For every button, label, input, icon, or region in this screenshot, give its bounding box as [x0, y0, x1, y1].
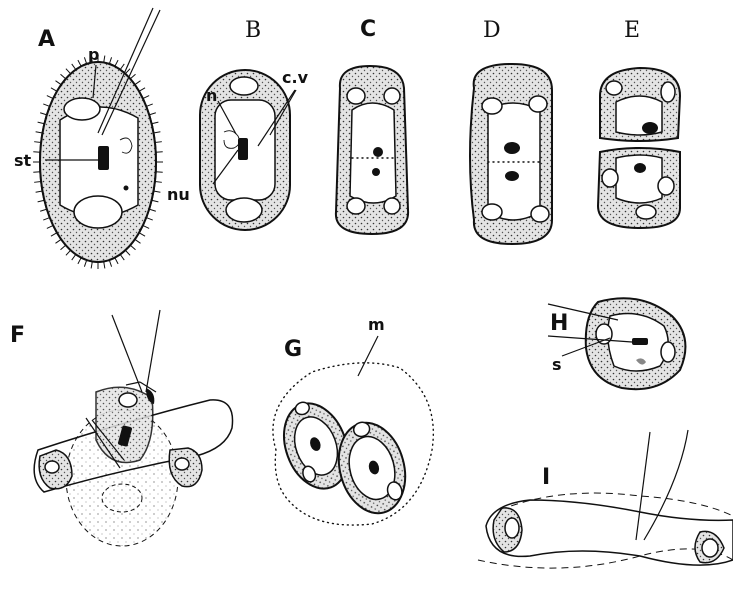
- panel-label-d: D: [483, 18, 501, 43]
- cilium: [115, 60, 118, 66]
- label-n: n: [206, 86, 217, 105]
- cilium: [104, 262, 105, 269]
- cilium: [143, 225, 149, 228]
- panel-label-i: I: [542, 465, 550, 490]
- cilium: [66, 69, 71, 74]
- cilium: [125, 250, 130, 255]
- cilium: [91, 262, 92, 269]
- cilium: [130, 74, 135, 79]
- cilium: [143, 96, 149, 99]
- panel-c-cell: [336, 66, 408, 234]
- cilium: [109, 57, 111, 64]
- label-nu: nu: [167, 185, 190, 204]
- panel-f-cells: [34, 310, 232, 546]
- panel-g-cells: [272, 336, 433, 525]
- cilium: [130, 245, 135, 250]
- panel-h-cell: [548, 298, 685, 389]
- cilium: [72, 254, 76, 260]
- panel-label-f: F: [10, 323, 25, 348]
- panel-label-g: G: [284, 337, 302, 362]
- nucleus: [98, 146, 109, 170]
- cilium: [66, 250, 71, 255]
- cilium: [47, 96, 53, 99]
- cilium: [135, 81, 141, 85]
- label-st: st: [14, 151, 32, 170]
- panel-label-h: H: [550, 311, 568, 336]
- label-s: s: [552, 355, 562, 374]
- vacuole: [74, 196, 122, 228]
- cilium: [72, 64, 76, 70]
- panel-label-a: A: [38, 27, 55, 52]
- panel-e-cell: [598, 68, 680, 228]
- cilium: [84, 260, 86, 267]
- cilium: [115, 258, 118, 264]
- panel-label-c: C: [360, 17, 376, 42]
- cilium: [78, 60, 81, 66]
- cilium: [139, 233, 145, 237]
- cilium: [51, 233, 57, 237]
- cilium: [78, 258, 81, 264]
- cilium: [60, 245, 65, 250]
- panel-d-cell: [470, 64, 552, 244]
- cilium: [47, 225, 53, 228]
- cilium: [55, 81, 61, 85]
- cilium: [84, 57, 86, 64]
- vacuole: [64, 98, 100, 120]
- cilium: [135, 239, 141, 243]
- cilium: [55, 239, 61, 243]
- cilium: [109, 260, 111, 267]
- panel-i-cell: [478, 430, 733, 568]
- cilium: [104, 56, 105, 63]
- cilium: [120, 254, 124, 260]
- cilium: [60, 74, 65, 79]
- label-p: p: [88, 45, 99, 64]
- cilium: [139, 88, 145, 92]
- panel-label-b: B: [245, 18, 261, 43]
- panel-label-e: E: [624, 18, 640, 43]
- cilium: [120, 64, 124, 70]
- label-cv: c.v: [282, 68, 309, 87]
- cilium: [51, 88, 57, 92]
- label-m: m: [368, 315, 385, 334]
